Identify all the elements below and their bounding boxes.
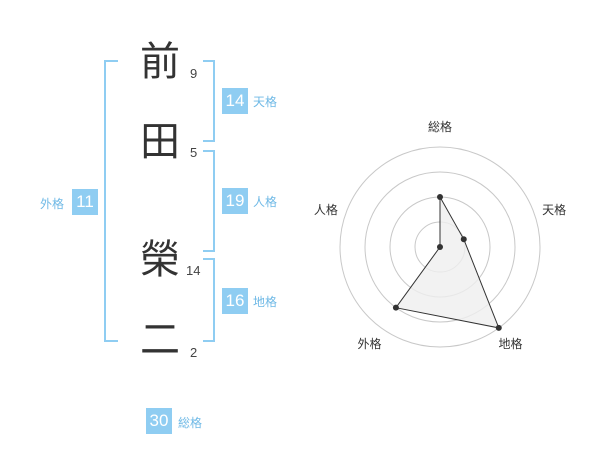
tenkaku-label: 天格 — [253, 95, 278, 109]
gaikaku-label: 外格 — [40, 197, 65, 211]
jinkaku-bracket — [203, 150, 215, 252]
radar-axis-label-3: 外格 — [357, 336, 381, 351]
chikaku-label: 地格 — [253, 295, 278, 309]
name-char-4: 二 — [140, 317, 180, 363]
gaikaku-value: 11 — [72, 189, 98, 215]
radar-axis-label-4: 人格 — [314, 202, 338, 217]
jinkaku-value: 19 — [222, 188, 248, 214]
stroke-count-3: 14 — [186, 263, 201, 278]
radar-axis-label-2: 地格 — [499, 336, 523, 351]
stroke-count-1: 9 — [190, 66, 198, 81]
chikaku-value: 16 — [222, 288, 248, 314]
chikaku-bracket — [203, 258, 215, 342]
radar-axis-label-0: 総格 — [428, 119, 452, 134]
soukaku-value: 30 — [146, 408, 172, 434]
soukaku-label: 総格 — [178, 416, 203, 430]
name-char-3: 榮 — [140, 237, 180, 283]
name-char-2: 田 — [140, 119, 180, 165]
gaikaku-bracket — [104, 60, 118, 342]
radar-points — [392, 194, 502, 331]
radar-point-4 — [437, 244, 443, 250]
name-char-1: 前 — [140, 39, 180, 85]
radar-ring-3 — [364, 171, 516, 323]
jinkaku-label: 人格 — [253, 195, 278, 209]
radar-point-1 — [460, 236, 467, 243]
stroke-count-2: 5 — [190, 145, 198, 160]
radar-shape — [395, 195, 500, 329]
radar-point-3 — [392, 304, 399, 311]
tenkaku-bracket — [203, 60, 215, 142]
radar-point-0 — [437, 194, 443, 200]
radar-axis-label-1: 天格 — [542, 202, 566, 217]
stroke-count-4: 2 — [190, 345, 198, 360]
radar-point-2 — [495, 324, 502, 331]
tenkaku-value: 14 — [222, 88, 248, 114]
radar-ring-4 — [339, 146, 541, 348]
